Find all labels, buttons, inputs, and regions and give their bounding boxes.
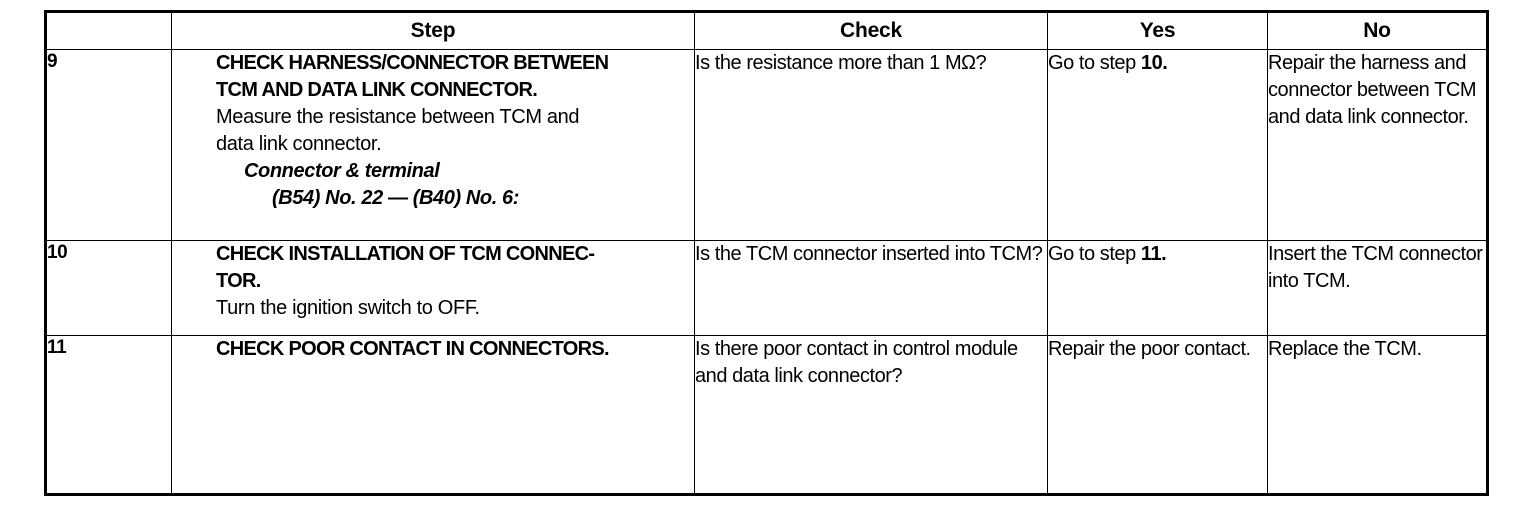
column-header-number	[44, 10, 172, 50]
table-row: 9 CHECK HARNESS/CONNECTOR BETWEEN TCM AN…	[44, 49, 1489, 241]
yes-text: Go to step	[1048, 243, 1141, 265]
step-description-cell: CHECK HARNESS/CONNECTOR BETWEEN TCM AND …	[171, 49, 695, 241]
yes-step-number: 11.	[1140, 243, 1167, 265]
yes-cell: Go to step 10.	[1047, 49, 1268, 241]
yes-text: Repair the poor contact.	[1048, 338, 1251, 360]
no-cell: Repair the harness and connector between…	[1267, 49, 1489, 241]
step-number-cell: 11	[44, 335, 172, 496]
yes-cell: Go to step 11.	[1047, 240, 1268, 336]
table-row: 11 CHECK POOR CONTACT IN CONNECTORS. Is …	[44, 335, 1489, 496]
step-terminal-line: (B54) No. 22 — (B40) No. 6:	[272, 187, 520, 209]
step-description-cell: CHECK POOR CONTACT IN CONNECTORS.	[171, 335, 695, 496]
step-description-cell: CHECK INSTALLATION OF TCM CONNEC- TOR. T…	[171, 240, 695, 336]
table-header: Step Check Yes No	[44, 10, 1489, 50]
yes-step-number: 10.	[1140, 52, 1168, 74]
step-number-cell: 9	[44, 49, 172, 241]
step-title-line: CHECK HARNESS/CONNECTOR BETWEEN	[216, 52, 609, 74]
check-cell: Is the resistance more than 1 MΩ?	[694, 49, 1048, 241]
check-cell: Is there poor contact in control module …	[694, 335, 1048, 496]
step-title-line: CHECK INSTALLATION OF TCM CONNEC-	[216, 243, 595, 265]
no-cell: Insert the TCM connector into TCM.	[1267, 240, 1489, 336]
step-detail-line: Measure the resistance between TCM and	[216, 106, 580, 128]
step-detail-line: data link connector.	[216, 133, 382, 155]
step-title-line: TOR.	[216, 270, 261, 292]
column-header-yes: Yes	[1047, 10, 1268, 50]
step-emphasis-line: Connector & terminal	[244, 160, 440, 182]
step-title-line: CHECK POOR CONTACT IN CONNECTORS.	[216, 338, 610, 360]
table-body: 9 CHECK HARNESS/CONNECTOR BETWEEN TCM AN…	[44, 49, 1489, 496]
column-header-no: No	[1267, 10, 1489, 50]
no-cell: Replace the TCM.	[1267, 335, 1489, 496]
table-row: 10 CHECK INSTALLATION OF TCM CONNEC- TOR…	[44, 240, 1489, 336]
yes-cell: Repair the poor contact.	[1047, 335, 1268, 496]
step-detail-line: Turn the ignition switch to OFF.	[216, 297, 480, 319]
diagnostic-procedure-table: Step Check Yes No 9 CHECK HARNESS/CONNEC…	[44, 10, 1489, 496]
step-title-line: TCM AND DATA LINK CONNECTOR.	[216, 79, 538, 101]
column-header-step: Step	[171, 10, 695, 50]
step-number-cell: 10	[44, 240, 172, 336]
yes-text: Go to step	[1048, 52, 1141, 74]
header-row: Step Check Yes No	[44, 10, 1489, 50]
check-cell: Is the TCM connector inserted into TCM?	[694, 240, 1048, 336]
column-header-check: Check	[694, 10, 1048, 50]
